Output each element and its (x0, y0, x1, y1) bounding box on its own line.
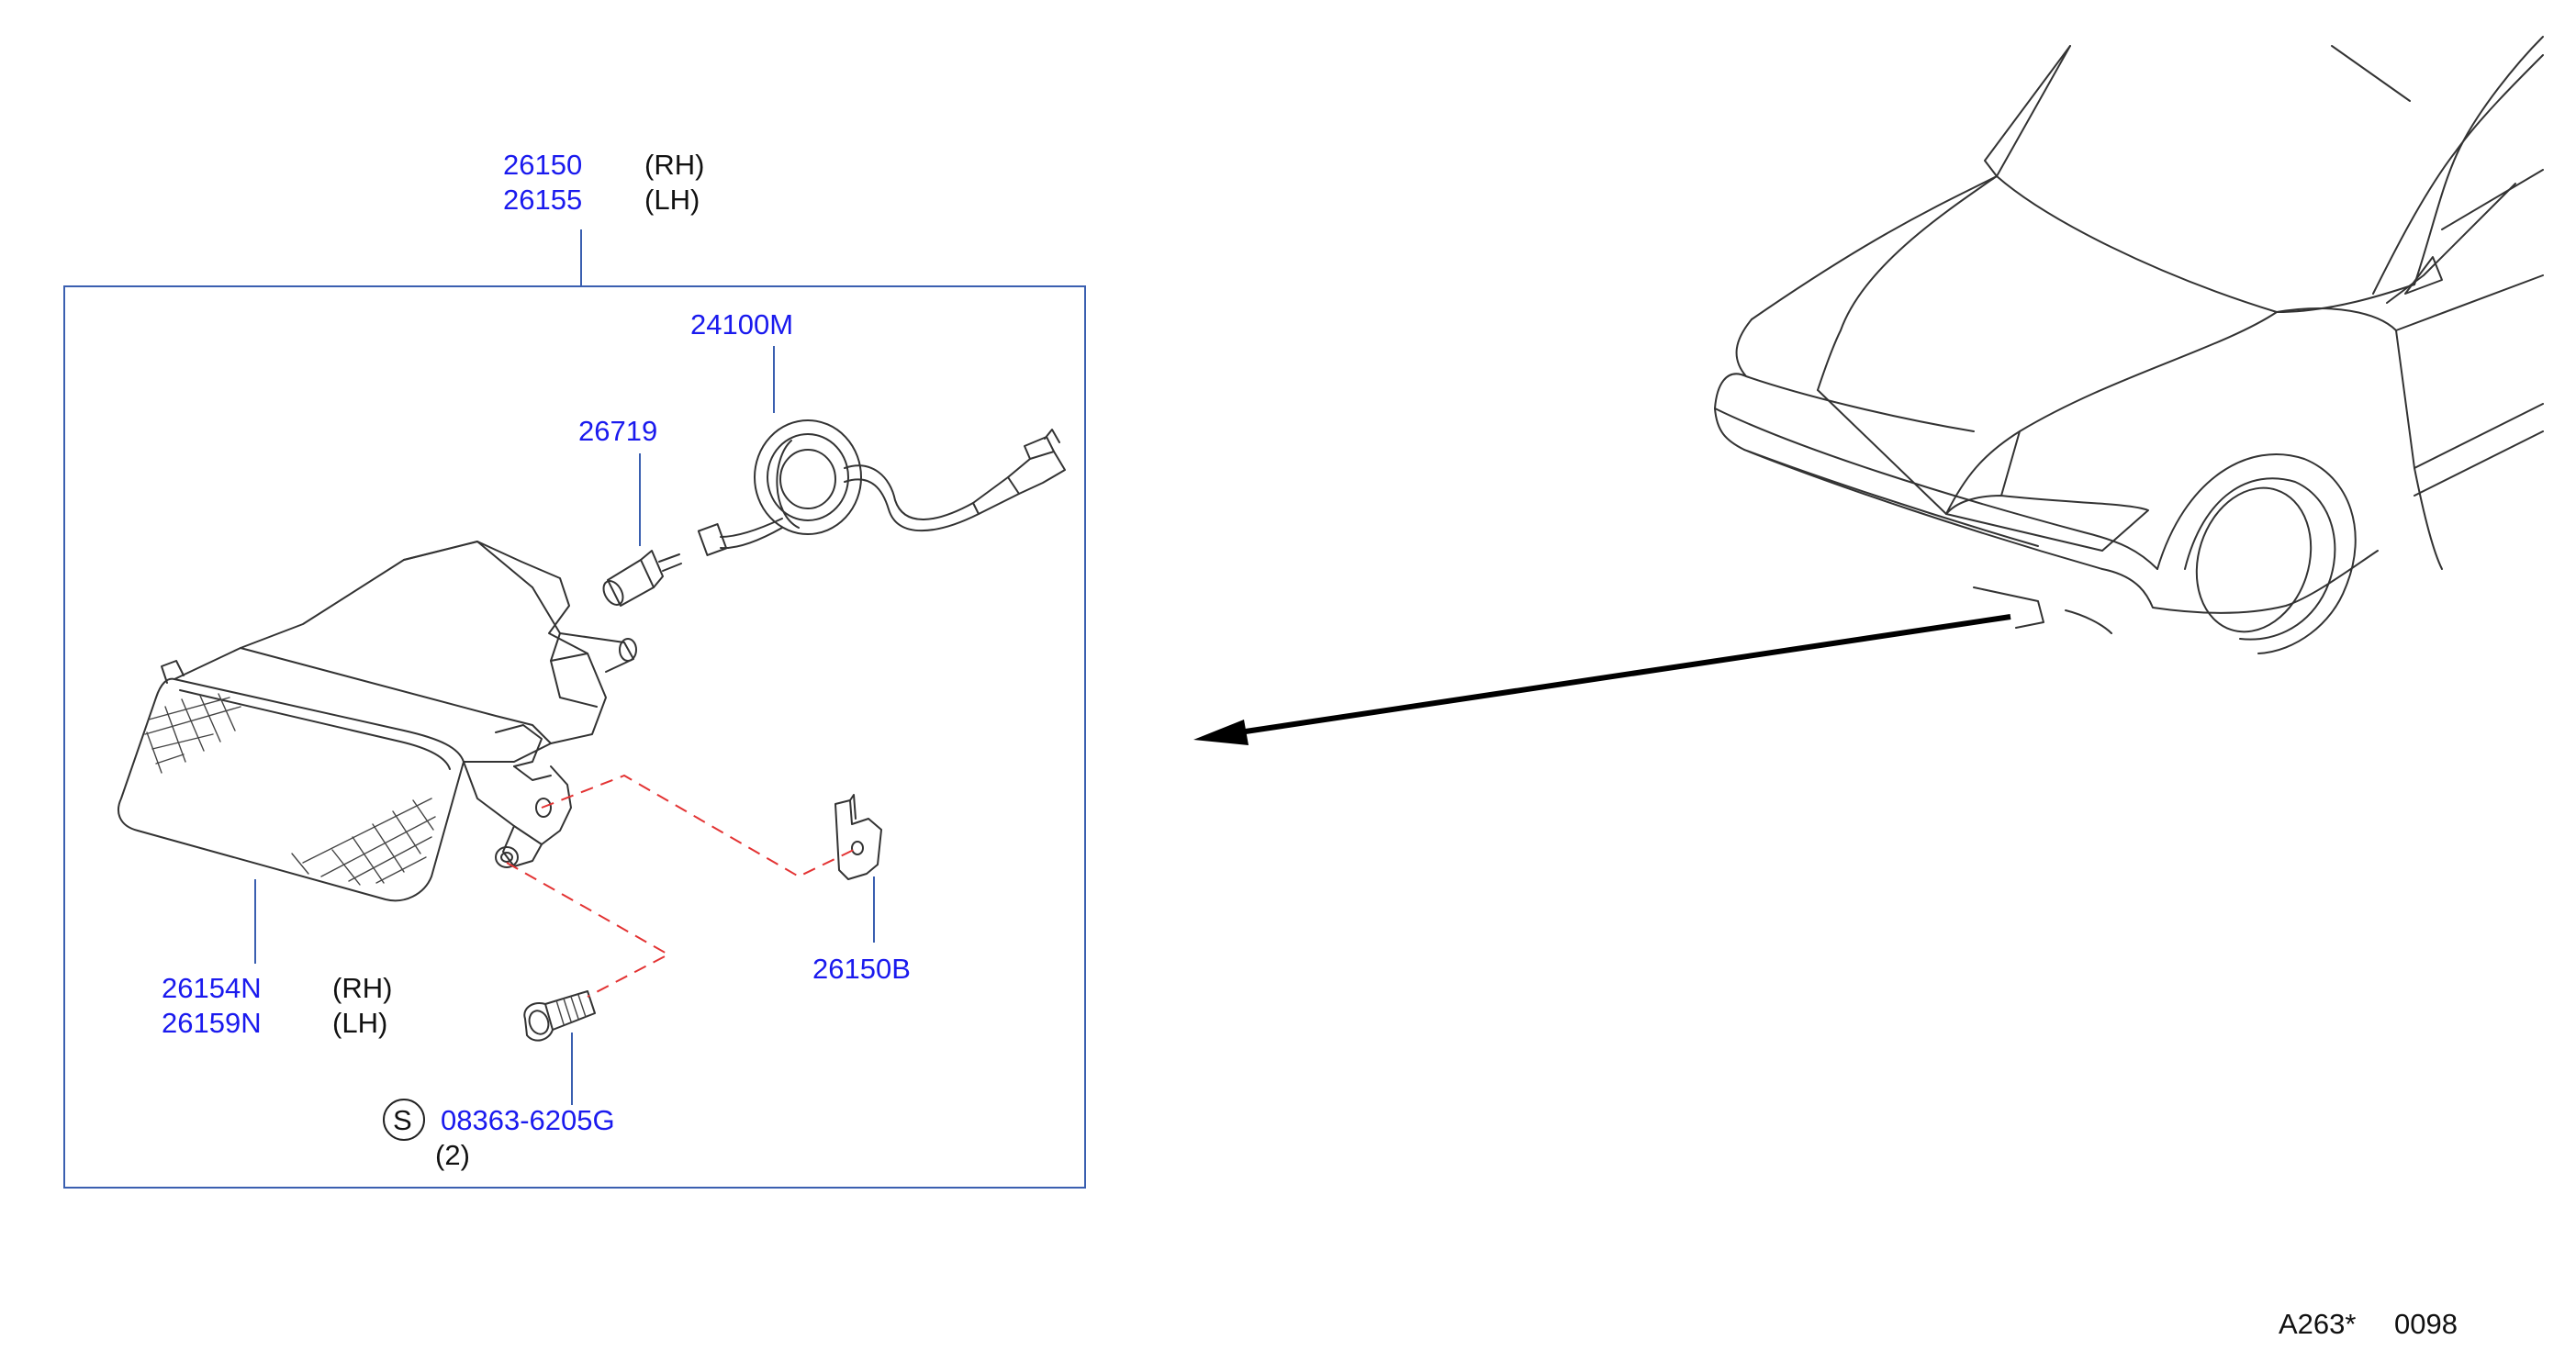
footer-ref-code: A263* (2279, 1308, 2356, 1340)
label-bulb[interactable]: 26719 (578, 415, 657, 447)
bolt-label[interactable]: S 08363-6205G (2) (383, 1099, 615, 1171)
fastener-path-bolt (506, 862, 671, 998)
standard-part-symbol-text: S (393, 1104, 412, 1136)
label-bolt[interactable]: 08363-6205G (441, 1104, 615, 1136)
label-lens-rh[interactable]: 26154N (162, 972, 262, 1004)
lens-lh-side: (LH) (332, 1007, 387, 1039)
bulb-drawing (602, 550, 682, 607)
assembly-frame (63, 285, 1086, 1189)
vehicle-drawing (1714, 36, 2544, 654)
lens-rh-side: (RH) (332, 972, 392, 1004)
location-arrow (1193, 614, 2011, 745)
bracket-drawing (834, 794, 882, 880)
footer-ref-number: 0098 (2394, 1308, 2458, 1340)
standard-part-symbol (383, 1099, 425, 1141)
assembly-part-rh[interactable]: 26150 (503, 149, 582, 181)
fog-lamp-drawing (118, 541, 637, 902)
assembly-part-lh[interactable]: 26155 (503, 184, 582, 216)
fastener-path-bracket (541, 774, 858, 878)
bolt-drawing (523, 990, 596, 1042)
lens-label[interactable]: 26154N (RH) 26159N (LH) (162, 972, 392, 1039)
assembly-label[interactable]: 26150 (RH) 26155 (LH) (503, 149, 704, 216)
bolt-quantity: (2) (435, 1139, 470, 1171)
socket-harness-drawing (697, 419, 1066, 556)
label-socket-harness[interactable]: 24100M (690, 308, 793, 340)
label-bracket[interactable]: 26150B (812, 953, 911, 985)
label-lens-lh[interactable]: 26159N (162, 1007, 262, 1039)
assembly-side-rh: (RH) (644, 149, 704, 181)
assembly-side-lh: (LH) (644, 184, 700, 216)
